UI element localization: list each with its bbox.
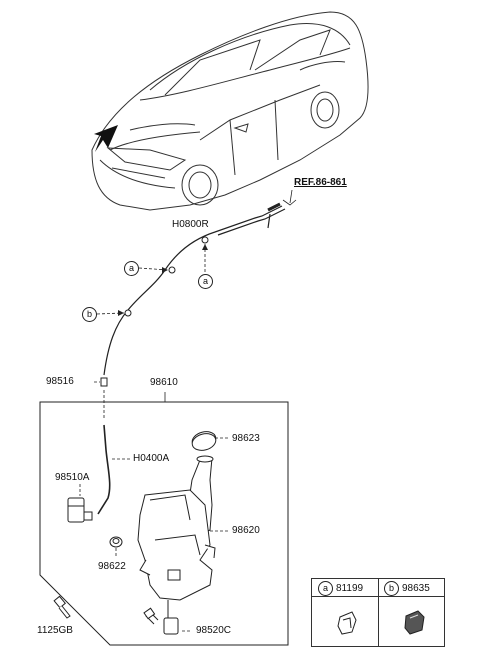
clip-98635-icon [404, 610, 425, 635]
assembly-box [39, 401, 289, 646]
legend-code-a: 81199 [336, 583, 364, 594]
reservoir-98620 [137, 455, 216, 601]
part-label-98610: 98610 [150, 377, 178, 388]
part-label-h0400a: H0400A [133, 453, 170, 464]
legend-divider [378, 579, 379, 646]
connector-98516 [100, 377, 108, 387]
part-label-98623: 98623 [232, 433, 260, 444]
callout-a-2: a [198, 274, 213, 289]
pump-98510a [67, 497, 93, 523]
legend-code-b: 98635 [402, 583, 430, 594]
callout-a: a [124, 261, 139, 276]
cap-98623 [191, 431, 217, 451]
legend-key-b: b [384, 581, 399, 596]
hose-h0800r [103, 202, 286, 376]
clip-marker [201, 236, 209, 244]
clip-marker [168, 266, 176, 274]
clip-81199-icon [337, 611, 357, 635]
hose-h0400a [97, 424, 111, 515]
ref-label: REF.86-861 [294, 177, 347, 188]
location-arrow-icon [94, 125, 118, 152]
part-label-1125gb: 1125GB [37, 625, 73, 636]
arrow-head [202, 244, 208, 250]
part-label-98520c: 98520C [196, 625, 232, 636]
arrow-head [118, 310, 124, 316]
part-label-h0800r: H0800R [172, 219, 209, 230]
callout-b: b [82, 307, 97, 322]
ref-leader [282, 189, 297, 206]
part-label-98510a: 98510A [55, 472, 90, 483]
car-illustration [91, 11, 369, 211]
legend-key-a: a [318, 581, 333, 596]
part-label-98516: 98516 [46, 376, 74, 387]
sensor-98520c [143, 600, 179, 635]
bolt-1125gb [53, 595, 71, 619]
grommet-98622 [109, 536, 123, 548]
part-label-98622: 98622 [98, 561, 126, 572]
arrow-head [162, 267, 168, 273]
part-label-98620: 98620 [232, 525, 260, 536]
clip-marker [124, 309, 132, 317]
